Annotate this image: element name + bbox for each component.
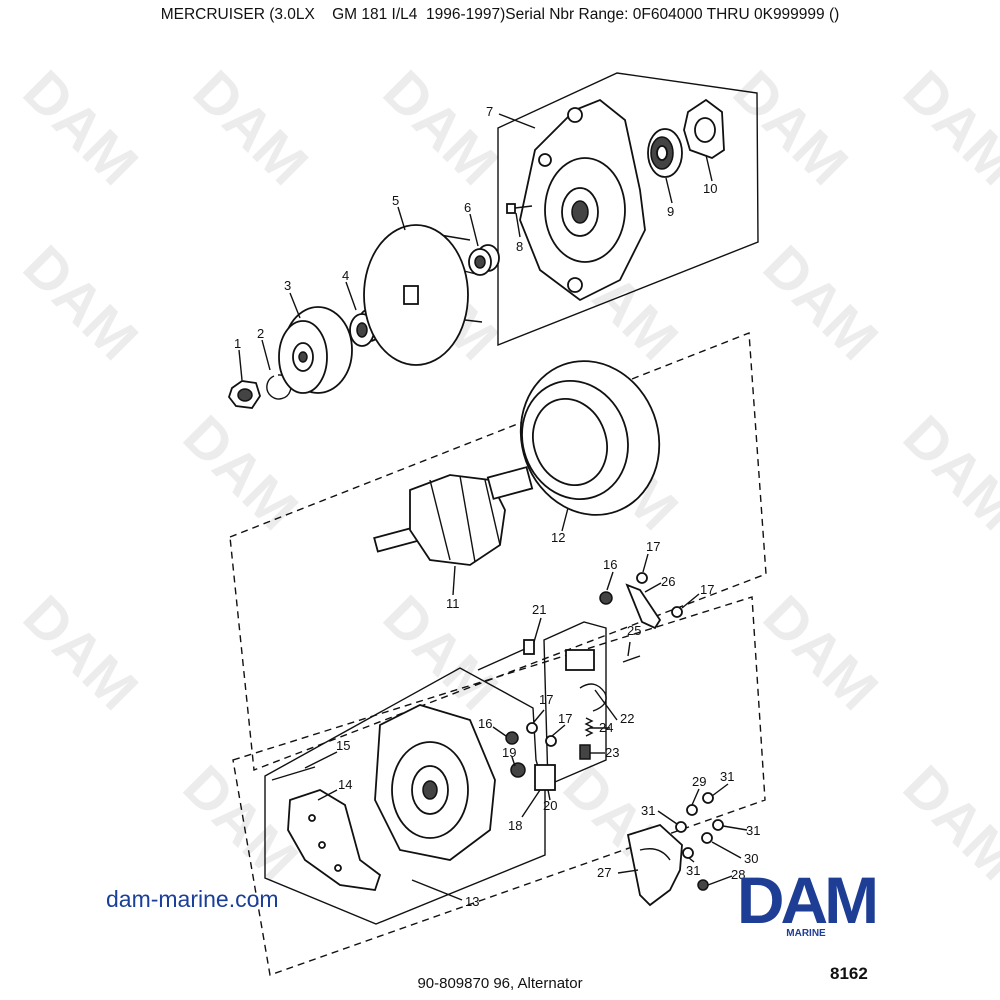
callout-16-lower: 16 [478,716,492,731]
brush-holder [534,764,556,791]
callout-5: 5 [392,193,399,208]
svg-text:DAM: DAM [181,58,320,197]
terminal-cover [626,823,683,907]
website-link[interactable]: dam-marine.com [106,886,279,912]
brush [579,744,591,760]
through-bolt [477,639,535,671]
callout-7: 7 [486,104,493,119]
nut-31-b [675,821,687,833]
callout-28: 28 [731,867,745,882]
nut-31-c [712,819,724,831]
callout-24: 24 [599,720,613,735]
svg-text:DAM: DAM [891,753,1000,892]
svg-text:DAM: DAM [371,58,510,197]
washer-30 [701,832,713,844]
figure-caption: 90-809870 96, Alternator [417,975,583,992]
callout-26: 26 [661,574,675,589]
bearing [647,128,683,178]
nut-16-upper [599,591,613,605]
callout-12: 12 [551,530,565,545]
nut-31-a [702,792,714,804]
dam-logo: DAM MARINE [715,863,897,946]
nut-17-lower [526,722,538,734]
washer-19 [510,762,526,778]
slip-ring-end-frame [374,704,496,861]
nut-16-lower [505,731,519,745]
logo-wordmark: DAM [736,863,879,937]
svg-text:DAM: DAM [721,58,860,197]
callout-15: 15 [336,738,350,753]
callout-23: 23 [605,745,619,760]
strap [625,583,662,630]
pulley [278,306,353,394]
callout-9: 9 [667,204,674,219]
nut-31-d [682,847,694,859]
callout-17-mid-a: 17 [539,692,553,707]
shield [287,789,382,891]
figure-number: 8162 [830,964,868,983]
callout-21: 21 [532,602,546,617]
regulator [565,649,607,712]
svg-text:DAM: DAM [371,583,510,722]
page-title: MERCRUISER (3.0LX GM 181 I/L4 1996-1997)… [160,6,840,23]
callout-18: 18 [508,818,522,833]
svg-text:DAM: DAM [11,233,150,372]
svg-text:DAM: DAM [171,403,310,542]
callout-4: 4 [342,268,349,283]
callout-10: 10 [703,181,717,196]
svg-text:DAM: DAM [751,233,890,372]
svg-text:DAM: DAM [891,403,1000,542]
spring [584,717,594,737]
svg-text:DAM: DAM [11,583,150,722]
callout-labels: 1 2 3 4 5 6 7 8 9 10 11 12 13 14 15 16 1… [234,104,760,909]
svg-text:DAM: DAM [11,58,150,197]
callout-2: 2 [257,326,264,341]
svg-text:DAM: DAM [751,583,890,722]
callout-31-a: 31 [720,769,734,784]
callout-17-top: 17 [646,539,660,554]
svg-text:DAM: DAM [891,58,1000,197]
screw [506,203,533,214]
callout-8: 8 [516,239,523,254]
drive-end-frame [519,98,646,302]
callout-31-c: 31 [746,823,760,838]
callout-29: 29 [692,774,706,789]
callout-25: 25 [627,623,641,638]
callout-27: 27 [597,865,611,880]
callout-20: 20 [543,798,557,813]
callout-16-upper: 16 [603,557,617,572]
washer-29 [686,804,698,816]
callout-19: 19 [502,745,516,760]
callout-6: 6 [464,200,471,215]
callout-11: 11 [446,596,460,611]
callout-31-b: 31 [641,803,655,818]
callout-3: 3 [284,278,291,293]
long-screw [271,766,316,781]
retainer-plate [683,98,725,160]
logo-subtitle: MARINE [786,928,826,939]
nut-17-upper [636,572,648,584]
fan [363,224,483,366]
rotor [373,466,534,566]
callout-30: 30 [744,851,758,866]
callout-22: 22 [620,711,634,726]
callout-17-right: 17 [700,582,714,597]
callout-13: 13 [465,894,479,909]
nut-17-right [671,606,683,618]
inner-spacer [468,244,500,276]
callout-1: 1 [234,336,241,351]
callout-31-d: 31 [686,863,700,878]
screw-25 [622,655,641,663]
hex-nut [227,380,261,409]
screw-28 [697,879,709,891]
callout-17-mid-b: 17 [558,711,572,726]
leader-lines [238,113,748,901]
callout-14: 14 [338,777,352,792]
stator [519,360,661,516]
nut-17-mid [545,735,557,747]
